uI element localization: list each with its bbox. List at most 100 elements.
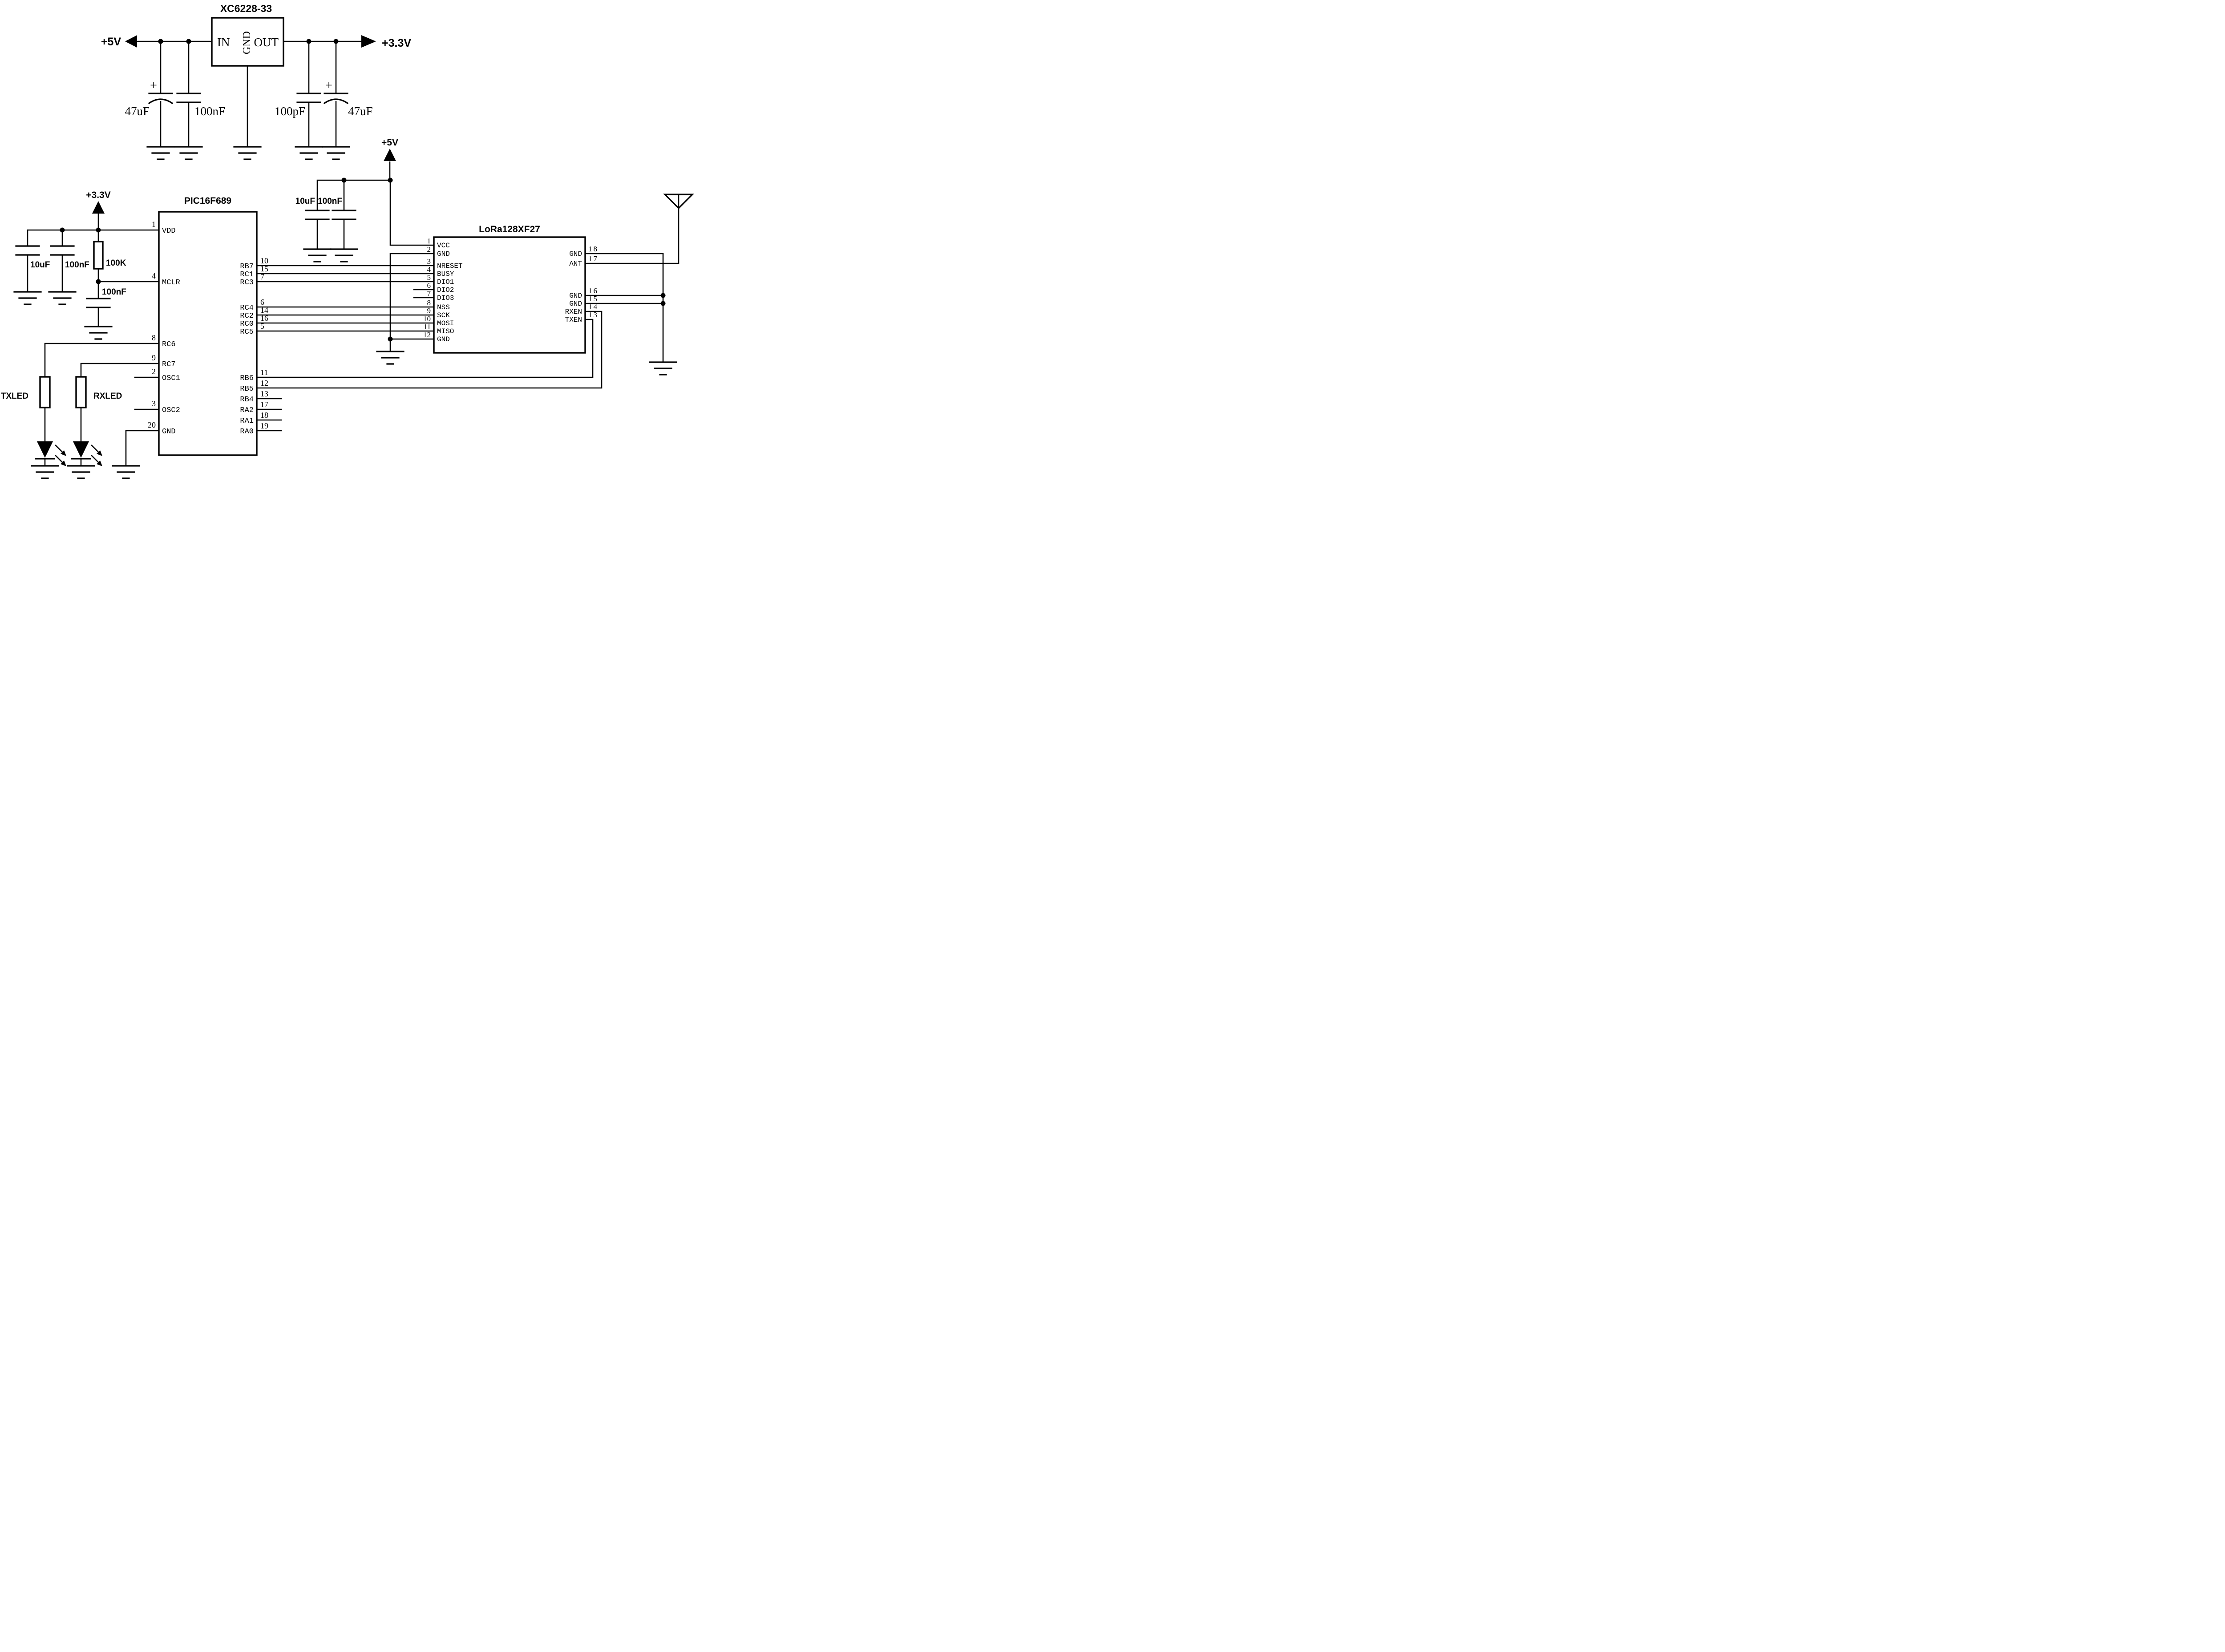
pin-name: RC3 (240, 279, 254, 287)
pin-name: VCC (437, 242, 450, 250)
pin-number: 14 (588, 303, 599, 311)
rail-label-3v3: +3.3V (382, 37, 411, 49)
pin-number: 14 (260, 306, 268, 315)
capacitor-100nF-mclr (86, 298, 111, 308)
pin-number: 4 (152, 271, 156, 280)
ground-icon (295, 146, 323, 160)
pin-name: DIO2 (437, 286, 454, 294)
resistor-txled (39, 376, 51, 408)
junction-dot (660, 293, 666, 298)
pin-name: SCK (437, 311, 450, 319)
capacitor-10uF-radio (305, 210, 330, 220)
pin-number: 3 (152, 399, 156, 408)
ground-icon (31, 465, 59, 479)
ground-icon (303, 248, 332, 263)
capacitor-100nF-mcu (50, 245, 75, 256)
ground-icon (322, 146, 350, 160)
ground-icon (112, 465, 140, 479)
pin-number: 17 (588, 254, 599, 263)
rxled-label: RXLED (93, 392, 122, 401)
power-arrow-up-icon (384, 149, 396, 161)
pin-number: 16 (588, 287, 599, 295)
junction-dot (96, 227, 101, 233)
capacitor-100nF-in (176, 93, 201, 103)
pin-number: 3 (427, 257, 431, 266)
led-light-arrow-icon (91, 455, 103, 467)
pin-number: 13 (588, 311, 599, 319)
led-diode-icon (35, 440, 55, 460)
circuit-schematic: XC6228-33 IN OUT GND +5V +3.3V + 47uF 10… (1, 3, 694, 479)
capacitor-100pF-out (296, 93, 321, 103)
pin-number: 7 (427, 289, 431, 298)
radio-part-label: LoRa128XF27 (479, 224, 540, 234)
capacitor-value: 100nF (318, 197, 342, 206)
capacitor-value: 47uF (125, 105, 150, 118)
pin-name: RC6 (162, 340, 176, 349)
pin-name: RB7 (240, 263, 254, 271)
ground-icon (174, 146, 203, 160)
rail-label-3v3: +3.3V (86, 190, 110, 200)
pin-number: 8 (427, 299, 431, 307)
pin-name: RA1 (240, 417, 254, 425)
led-light-arrow-icon (55, 444, 67, 457)
pin-name: GND (437, 250, 450, 258)
capacitor-value: 100nF (194, 105, 225, 118)
capacitor-10uF-mcu (15, 245, 40, 256)
junction-dot (341, 178, 347, 183)
junction-dot (158, 39, 163, 44)
pin-name: VDD (162, 227, 176, 235)
pin-number: 20 (148, 420, 156, 429)
wire (136, 40, 374, 148)
led-diode-icon (71, 440, 91, 460)
mcu-part-label: PIC16F689 (184, 196, 231, 206)
pin-number: 12 (260, 379, 268, 388)
resistor-100k (93, 241, 104, 270)
pin-name: NRESET (437, 262, 463, 270)
ground-icon (146, 146, 175, 160)
power-arrow-left-icon (125, 35, 137, 48)
schematic-canvas: XC6228-33 IN OUT GND +5V +3.3V + 47uF 10… (0, 0, 694, 482)
ground-icon (48, 291, 77, 305)
regulator-part-label: XC6228-33 (220, 3, 272, 14)
capacitor-value: 100nF (102, 287, 126, 297)
pin-name: MOSI (437, 319, 454, 327)
pin-number: 6 (427, 281, 431, 290)
rail-label-5v: +5V (381, 137, 398, 148)
ground-icon (376, 351, 405, 365)
led-light-arrow-icon (91, 444, 103, 457)
pin-name: RB6 (240, 374, 254, 383)
pin-name: RB4 (240, 396, 254, 404)
regulator-body (211, 17, 284, 67)
ground-icon (84, 326, 113, 340)
ground-icon (330, 248, 358, 263)
pin-name: OSC1 (162, 374, 180, 383)
pin-number: 18 (260, 411, 268, 420)
regulator-pin-out: OUT (254, 36, 279, 49)
pin-name: RB5 (240, 385, 254, 393)
power-arrow-up-icon (92, 201, 105, 214)
pin-name: BUSY (437, 270, 454, 278)
pin-name: TXEN (565, 316, 582, 324)
pin-number: 8 (152, 333, 156, 342)
pin-name: GND (569, 292, 582, 300)
pin-number: 10 (423, 315, 431, 323)
pin-name: RA0 (240, 428, 254, 436)
pin-name: OSC2 (162, 406, 180, 415)
capacitor-100nF-radio (332, 210, 356, 220)
mcu-section: +3.3V 10uF 100nF 100K 100nF PIC16F689 1 … (1, 190, 268, 479)
pin-name: RC5 (240, 328, 254, 336)
pin-name: ANT (569, 260, 582, 268)
pin-number: 11 (424, 323, 431, 331)
antenna-icon (663, 194, 694, 210)
junction-dot (306, 39, 312, 44)
pin-number: 4 (427, 265, 431, 274)
junction-dot (388, 336, 393, 342)
pin-name: GND (569, 250, 582, 258)
pin-name: DIO3 (437, 294, 454, 302)
power-arrow-right-icon (361, 35, 376, 48)
mcu-body (158, 211, 258, 456)
pin-number: 19 (260, 421, 268, 430)
pin-number: 1 (427, 237, 431, 245)
pin-name: RC0 (240, 320, 254, 328)
pin-number: 10 (260, 256, 268, 265)
